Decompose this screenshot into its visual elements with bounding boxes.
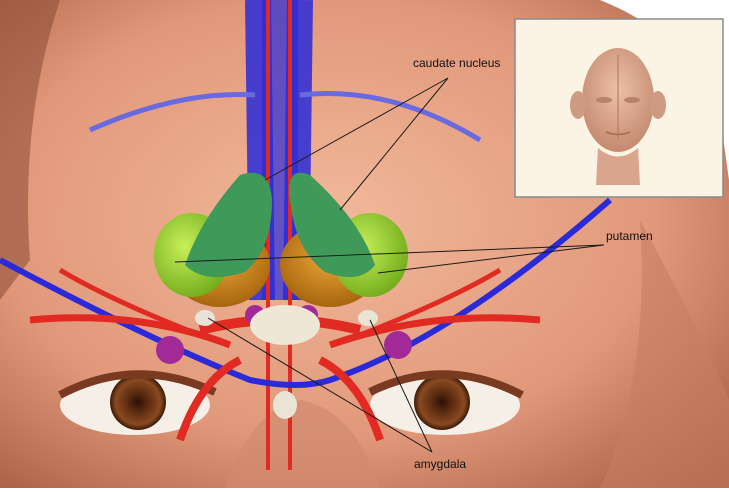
- caudate-nucleus-label: caudate nucleus: [413, 56, 500, 70]
- putamen-label: putamen: [606, 229, 653, 243]
- amygdala-label: amygdala: [414, 457, 466, 471]
- head-inset: [515, 19, 723, 197]
